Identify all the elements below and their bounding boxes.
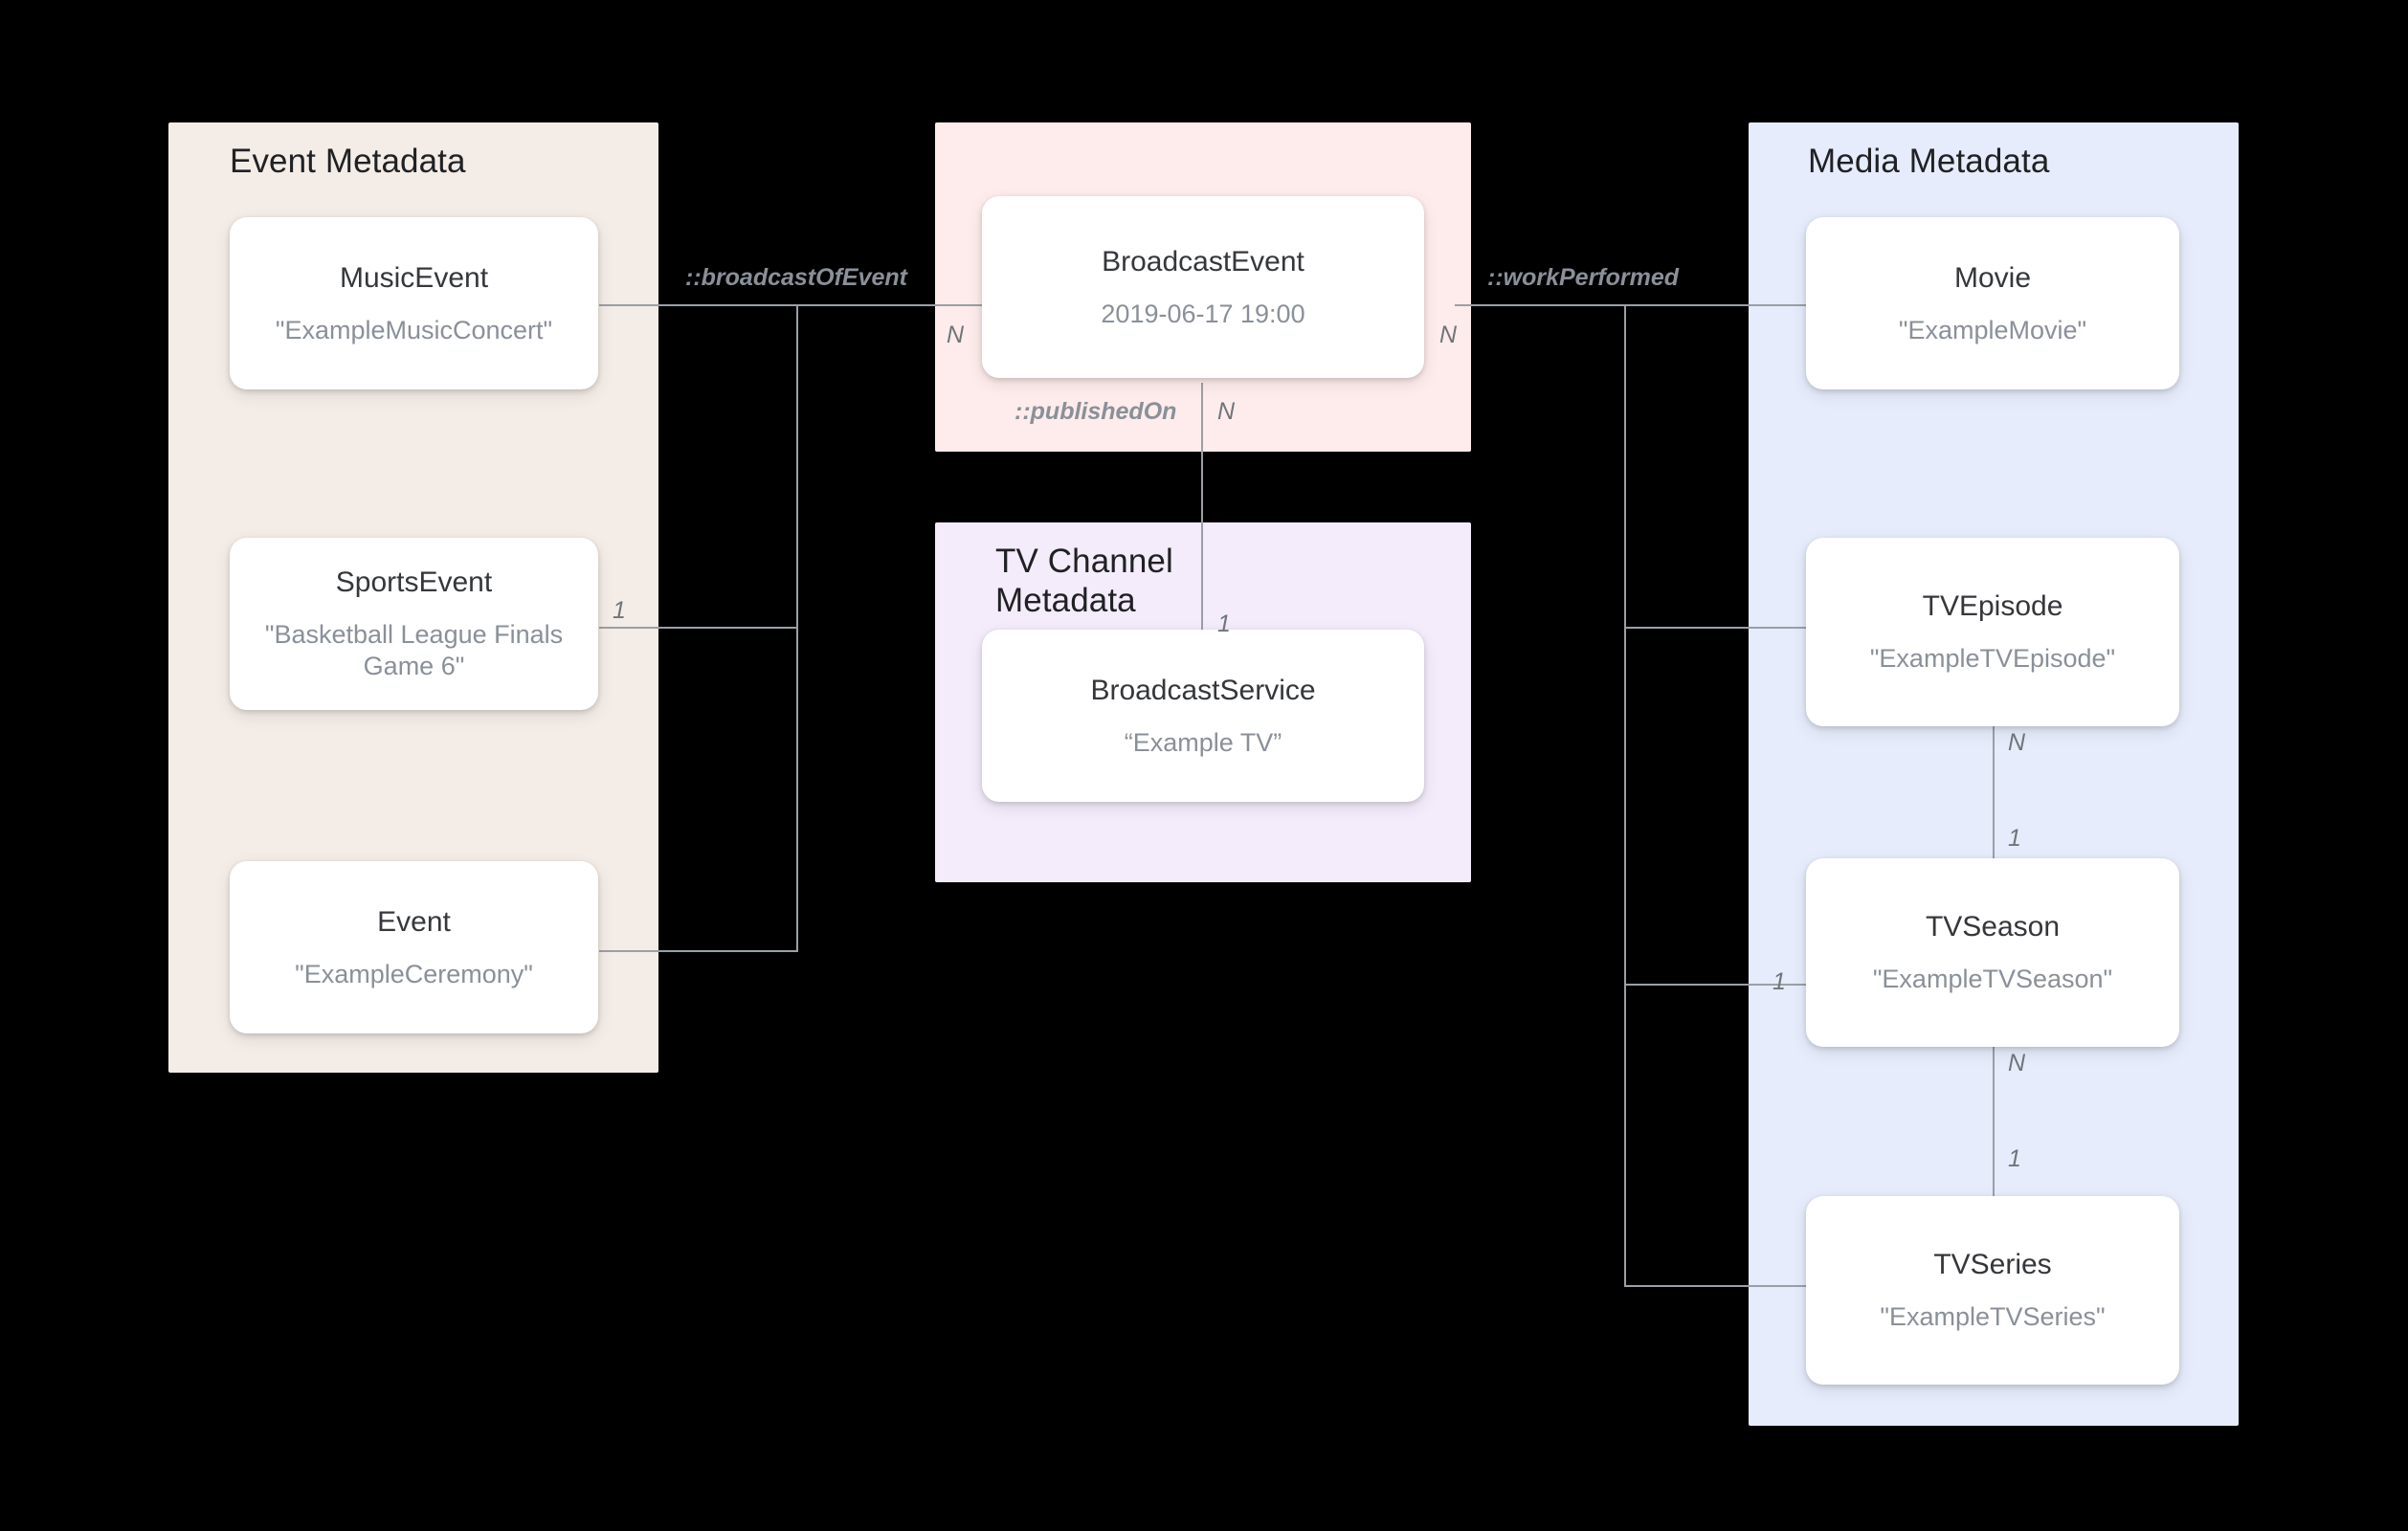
node-broadcast-event[interactable]: BroadcastEvent 2019-06-17 19:00 bbox=[982, 196, 1424, 378]
relation-label-work-performed: ::workPerformed bbox=[1487, 264, 1680, 291]
node-sports-event[interactable]: SportsEvent "Basketball League Finals Ga… bbox=[230, 538, 598, 710]
node-tv-series-value: "ExampleTVSeries" bbox=[1880, 1302, 2106, 1332]
node-movie-value: "ExampleMovie" bbox=[1898, 315, 2087, 344]
edge-media-bus-vertical bbox=[1624, 304, 1626, 1287]
node-event[interactable]: Event "ExampleCeremony" bbox=[230, 861, 598, 1033]
edge-media-bus-to-tvepisode bbox=[1624, 627, 1806, 629]
cardinality-broadcastevent-right-n: N bbox=[1439, 322, 1458, 348]
node-tv-series[interactable]: TVSeries "ExampleTVSeries" bbox=[1806, 1196, 2179, 1385]
cardinality-publishedon-n: N bbox=[1217, 398, 1236, 425]
node-movie-type: Movie bbox=[1953, 261, 2032, 294]
relation-label-published-on: ::publishedOn bbox=[1014, 398, 1177, 425]
edge-media-bus-to-movie bbox=[1624, 304, 1806, 306]
cardinality-season-series-one: 1 bbox=[2008, 1145, 2021, 1172]
edge-broadcastevent-to-media-bus bbox=[1455, 304, 1627, 306]
node-sports-event-value: "Basketball League Finals Game 6" bbox=[264, 620, 564, 680]
node-music-event[interactable]: MusicEvent "ExampleMusicConcert" bbox=[230, 217, 598, 389]
node-broadcast-event-type: BroadcastEvent bbox=[1102, 245, 1304, 277]
cardinality-broadcastservice-one: 1 bbox=[1217, 610, 1231, 637]
node-movie[interactable]: Movie "ExampleMovie" bbox=[1806, 217, 2179, 389]
node-event-value: "ExampleCeremony" bbox=[295, 959, 533, 988]
relation-label-broadcast-of-event: ::broadcastOfEvent bbox=[685, 264, 907, 291]
group-title-tv-channel-metadata: TV Channel Metadata bbox=[995, 543, 1173, 620]
edge-tvseason-to-tvseries bbox=[1993, 1047, 1995, 1238]
node-tv-episode-type: TVEpisode bbox=[1922, 590, 2063, 623]
node-event-type: Event bbox=[377, 905, 451, 938]
group-title-event-metadata: Event Metadata bbox=[230, 143, 466, 180]
edge-media-bus-to-tvseason bbox=[1624, 984, 1806, 986]
edge-left-bus-vertical bbox=[796, 304, 798, 952]
group-title-media-metadata: Media Metadata bbox=[1808, 143, 2050, 180]
node-broadcast-service-type: BroadcastService bbox=[1090, 674, 1316, 706]
edge-publishedon-vertical bbox=[1201, 383, 1203, 660]
cardinality-season-left-one: 1 bbox=[1773, 968, 1786, 995]
edge-sportsevent-to-bus bbox=[599, 627, 797, 629]
edge-event-to-bus bbox=[599, 950, 797, 952]
cardinality-episode-season-one: 1 bbox=[2008, 825, 2021, 852]
node-tv-series-type: TVSeries bbox=[1933, 1249, 2052, 1281]
edge-bus-to-broadcastevent bbox=[796, 304, 997, 306]
node-tv-season-value: "ExampleTVSeason" bbox=[1872, 965, 2113, 994]
node-sports-event-type: SportsEvent bbox=[335, 566, 493, 599]
node-music-event-value: "ExampleMusicConcert" bbox=[275, 315, 553, 344]
node-tv-season-type: TVSeason bbox=[1925, 911, 2061, 943]
node-tv-episode[interactable]: TVEpisode "ExampleTVEpisode" bbox=[1806, 538, 2179, 726]
cardinality-episode-season-n: N bbox=[2008, 729, 2026, 756]
node-broadcast-service-value: “Example TV” bbox=[1124, 727, 1282, 757]
edge-tvepisode-to-tvseason bbox=[1993, 726, 1995, 918]
node-tv-season[interactable]: TVSeason "ExampleTVSeason" bbox=[1806, 858, 2179, 1047]
edge-musicevent-to-bus bbox=[599, 304, 797, 306]
cardinality-sportsevent-one: 1 bbox=[613, 597, 626, 624]
node-tv-episode-value: "ExampleTVEpisode" bbox=[1869, 644, 2116, 674]
node-music-event-type: MusicEvent bbox=[339, 261, 489, 294]
node-broadcast-event-value: 2019-06-17 19:00 bbox=[1101, 299, 1305, 328]
node-broadcast-service[interactable]: BroadcastService “Example TV” bbox=[982, 630, 1424, 802]
cardinality-season-series-n: N bbox=[2008, 1050, 2026, 1076]
cardinality-broadcastevent-left-n: N bbox=[947, 322, 965, 348]
edge-media-bus-to-tvseries bbox=[1624, 1285, 1806, 1287]
